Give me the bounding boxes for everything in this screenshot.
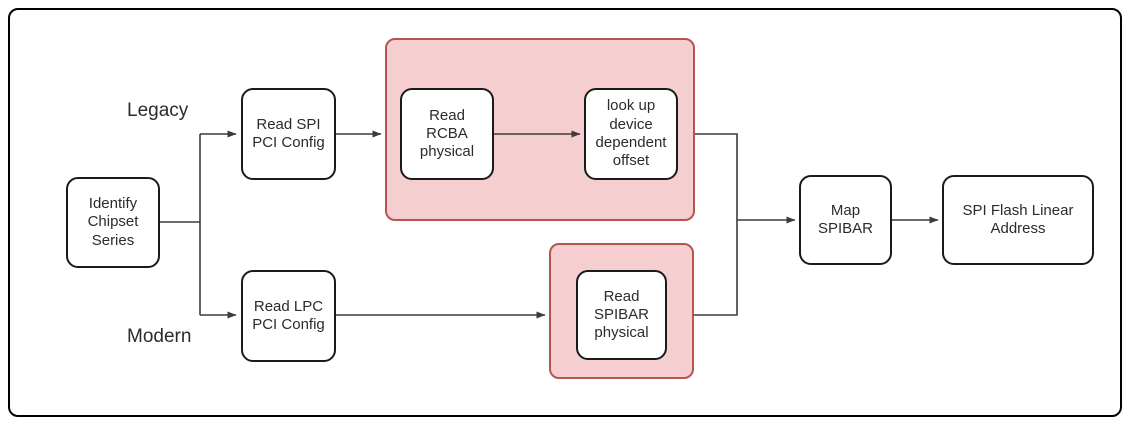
- node-identify-chipset-series-label: Identify Chipset Series: [87, 195, 139, 249]
- branch-label-legacy: Legacy: [127, 100, 189, 121]
- node-look-up-device-dependent-offset-label: look up device dependent offset: [595, 97, 667, 170]
- node-look-up-device-dependent-offset[interactable]: look up device dependent offset: [584, 88, 678, 180]
- node-read-spibar-physical[interactable]: Read SPIBAR physical: [576, 270, 667, 360]
- node-read-spi-pci-config[interactable]: Read SPI PCI Config: [241, 88, 336, 180]
- node-map-spibar-label: Map SPIBAR: [817, 201, 874, 237]
- node-map-spibar[interactable]: Map SPIBAR: [799, 175, 892, 265]
- node-read-rcba-physical[interactable]: Read RCBA physical: [400, 88, 494, 180]
- node-read-spi-pci-config-label: Read SPI PCI Config: [252, 115, 325, 151]
- node-read-rcba-physical-label: Read RCBA physical: [419, 106, 475, 161]
- node-read-lpc-pci-config[interactable]: Read LPC PCI Config: [241, 270, 336, 362]
- node-identify-chipset-series[interactable]: Identify Chipset Series: [66, 177, 160, 268]
- branch-label-modern: Modern: [127, 326, 192, 347]
- node-spi-flash-linear-address[interactable]: SPI Flash Linear Address: [942, 175, 1094, 265]
- node-read-spibar-physical-label: Read SPIBAR physical: [593, 287, 650, 342]
- node-read-lpc-pci-config-label: Read LPC PCI Config: [252, 297, 325, 333]
- node-spi-flash-linear-address-label: SPI Flash Linear Address: [962, 201, 1074, 237]
